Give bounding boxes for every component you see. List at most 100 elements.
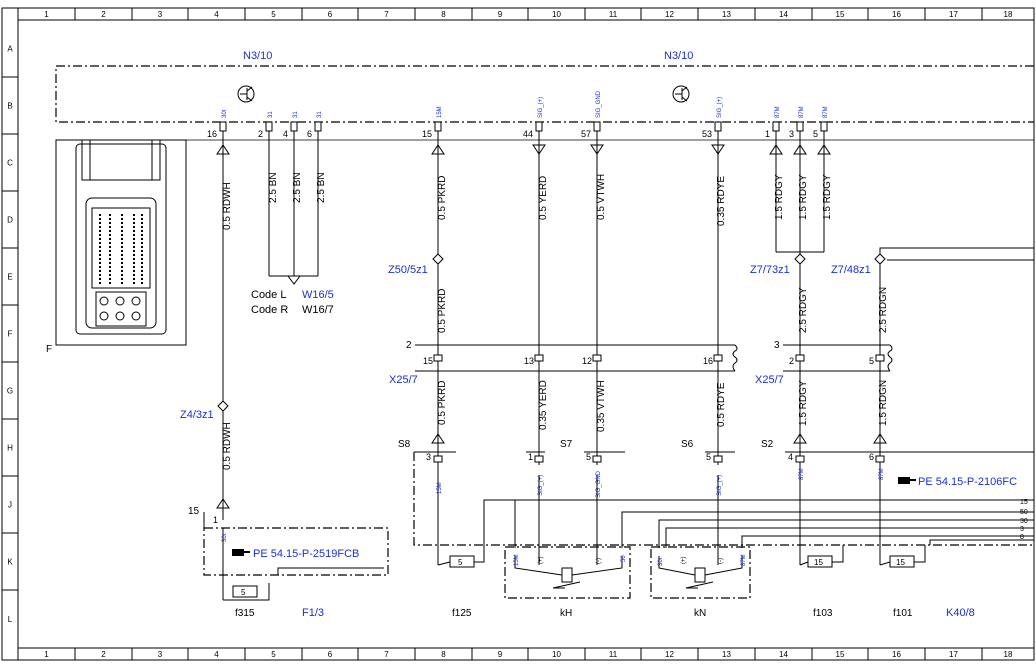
grid-column-number: 11 (609, 10, 618, 19)
k40-internal-lines (483, 475, 1034, 565)
module-label-left: N3/10 (243, 50, 272, 62)
pin-signal: 31 (293, 111, 299, 118)
fuse-rating: 5 (458, 558, 463, 567)
reference-link-left[interactable]: PE 54.15-P-2519FCB (253, 548, 359, 560)
grid-row-letter: J (8, 501, 12, 510)
pin-number: 57 (581, 129, 591, 139)
pin-signal: 31 (317, 111, 323, 118)
pin-socket (314, 121, 322, 132)
pin-socket (772, 121, 780, 132)
kh-box (504, 546, 631, 599)
grid-column-number: 4 (214, 650, 219, 659)
wire-label: 0.5 RDYE (716, 382, 727, 427)
ground-symbol-right (672, 85, 690, 103)
grid-row-letter: L (8, 615, 13, 624)
relay-box-dashed (413, 452, 1034, 546)
component-label: f125 (452, 608, 472, 619)
reference-link-right[interactable]: PE 54.15-P-2106FC (918, 476, 1017, 488)
signal-label: 87M (799, 468, 805, 480)
pointing-hand-icon (898, 477, 916, 484)
module-pins: 1630t2314316311515M44SIG_(+)57SIG_GND53S… (207, 90, 829, 140)
grid-column-number: 13 (722, 650, 731, 659)
connector-pin-number: 13 (524, 356, 534, 366)
component-label: kN (694, 608, 706, 619)
bus-number: 8 (1020, 534, 1024, 541)
grid-column-number: 3 (158, 10, 163, 19)
splice-label: Z50/5z1 (388, 264, 428, 276)
relay-pin-number: 1 (213, 515, 218, 525)
wire-label: 0.5 PKRD (437, 381, 448, 425)
component-label: f103 (813, 608, 833, 619)
splice-label: Z7/73z1 (750, 264, 790, 276)
module-n3-10 (55, 65, 1034, 123)
wire-label: 0.35 YERD (538, 380, 549, 430)
wire-label: 0.5 PKRD (437, 289, 448, 333)
kn-box (650, 546, 751, 599)
fuse-rating: 15 (896, 558, 905, 567)
wire-label: 1.5 RDGY (798, 174, 809, 220)
module-label-right: N3/10 (664, 50, 693, 62)
pin-number: 2 (258, 129, 263, 139)
fuse-rating: 5 (241, 588, 246, 597)
pin-socket (219, 121, 227, 132)
grid-row-letter: G (7, 387, 13, 396)
wire-label: 1.5 RDGY (774, 174, 785, 220)
pin-number: 53 (702, 129, 712, 139)
grid-column-number: 7 (384, 10, 389, 19)
connector-label: F (46, 344, 52, 355)
grid-column-number: 11 (609, 650, 618, 659)
component-label: f101 (893, 608, 913, 619)
wire-label: 2.5 BN (292, 172, 303, 203)
box-pin-label: 15M (514, 554, 520, 566)
pin-socket (593, 121, 601, 132)
code-l-ref: W16/5 (302, 289, 334, 301)
grid-row-letter: F (8, 330, 13, 339)
socket-pin-number: 3 (426, 452, 431, 462)
pin-socket (265, 121, 273, 132)
grid-row-letter: C (7, 159, 13, 168)
grid-column-ruler: 1122334455667788991010111112121313141415… (44, 8, 1013, 660)
splice-points (217, 253, 886, 412)
connector-pin-number: 5 (869, 356, 874, 366)
wire-label: 0.35 VTWH (596, 380, 607, 432)
grid-column-number: 12 (665, 650, 674, 659)
pin-signal: 87M (775, 106, 781, 118)
grid-column-number: 16 (892, 10, 901, 19)
pin-number: 3 (789, 129, 794, 139)
grid-column-number: 10 (552, 650, 561, 659)
relay-pin-number: 15 (188, 506, 200, 517)
grid-column-number: 12 (665, 10, 674, 19)
grid-column-number: 14 (779, 10, 788, 19)
grid-column-number: 1 (44, 650, 49, 659)
wire-label: 2.5 RDGN (878, 287, 889, 333)
pin-signal: SIG_(+) (538, 97, 544, 118)
box-pin-label: (-) (718, 558, 724, 564)
grid-column-number: 7 (384, 650, 389, 659)
pin-socket (714, 121, 722, 132)
wire-label: 0.5 VTWH (596, 174, 607, 220)
grid-column-number: 4 (214, 10, 219, 19)
box-pin-label: 50 (621, 555, 627, 562)
grid-column-number: 6 (328, 10, 333, 19)
pin-signal: 15M (437, 106, 443, 118)
wire-label: 0.35 RDYE (716, 176, 727, 226)
grid-row-letter: H (7, 444, 13, 453)
pin-number: 6 (307, 129, 312, 139)
pin-socket (820, 121, 828, 132)
wire-label: 0.5 RDWH (222, 182, 233, 230)
pin-socket (535, 121, 543, 132)
wires (222, 140, 1034, 565)
box-pin-label: 30t (658, 557, 664, 566)
grid-column-number: 1 (44, 10, 49, 19)
relay-box-left-dashed (203, 527, 389, 576)
connector-x25-bands (415, 344, 893, 372)
grid-column-number: 15 (836, 650, 845, 659)
connector-housing-illustration (55, 139, 187, 346)
connector-pin-number: 16 (703, 356, 713, 366)
fuse-rating: 15 (814, 558, 823, 567)
signal-label: SIG_GND (596, 470, 602, 498)
connector-x25-label: X25/7 (755, 374, 784, 386)
pin-socket (434, 121, 442, 132)
drawing-frame (1, 7, 1035, 661)
